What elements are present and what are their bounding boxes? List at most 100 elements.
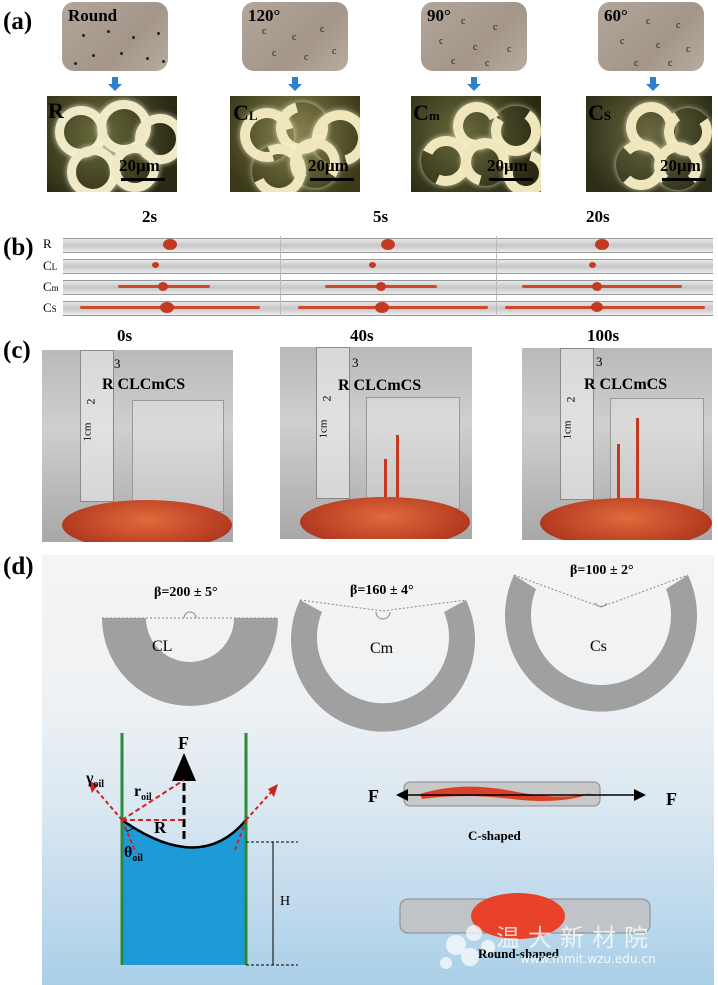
oil-droplet [152,262,159,268]
beta-label: β=160 ± 4° [350,583,414,598]
scale-bar-label: 20μm [308,156,349,175]
ruler-mark: 3 [114,356,121,371]
beta-label: β=200 ± 5° [154,585,218,600]
oil-thread [396,435,399,539]
wicking-photo-100s: 3 2 1cm R CLCmCS [522,348,712,540]
wicking-photo-40s: 3 2 1cm R CLCmCS [280,347,472,539]
ruler-mark: 1cm [561,420,574,440]
oil-dish [300,497,470,539]
micrograph-Cm: Cm 20μm [411,96,541,192]
cl-cross-section [102,618,278,706]
time-label: 100s [587,326,620,345]
fiber-strip-CL [63,259,713,274]
R-label: R [154,818,167,837]
oil-streak [522,285,682,288]
round-oil-droplet [471,893,565,939]
time-label: 0s [117,326,133,345]
micrograph-label: Cm [413,100,440,125]
arrow-down-icon [108,77,122,91]
force-arrow-icon [172,753,196,781]
nozzle-photo-round: Round [62,2,168,71]
oil-droplet [589,262,596,268]
beta-label: β=100 ± 2° [570,563,634,578]
panel-c-label: (c) [3,337,31,364]
oil-thread [617,444,620,540]
gamma-label: γoil [86,770,105,791]
r-oil-label: roil [134,783,152,804]
oil-thread [636,418,639,540]
panel-d-label: (d) [3,553,34,580]
c-shaped-label: C-shaped [468,828,521,843]
ruler-mark: 2 [319,395,334,402]
fiber-labels: R CLCmCS [338,377,422,394]
watermark-logo [440,925,495,969]
ruler-mark: 3 [352,355,359,370]
ruler-mark: 2 [563,396,578,403]
nozzle-label: 60° [604,6,628,25]
scale-bar [121,178,165,181]
wicking-photo-0s: 3 2 1cm R CLCmCS [42,350,233,542]
cm-cross-section [291,600,475,732]
micrograph-label: R [48,98,64,123]
oil-droplet [381,239,395,250]
scale-bar [662,178,706,181]
oil-streak [298,306,488,309]
nozzle-label: 120° [248,6,281,25]
oil-droplet [158,282,168,291]
force-label: F [178,733,189,753]
force-label-right: F [666,789,677,809]
oil-droplet [375,302,389,313]
water-column [122,820,246,965]
c-shaped-oil [420,786,592,801]
row-label: Cm [43,279,59,294]
fiber-labels: R CLCmCS [102,376,186,393]
arrow-down-icon [288,77,302,91]
row-label: CL [43,258,58,273]
shape-label: Cm [370,640,394,657]
row-label: CS [43,300,57,315]
oil-droplet [591,302,603,312]
row-label: R [43,236,52,251]
panel-a-label: (a) [3,8,33,35]
theta-label: θoil [124,844,143,865]
scale-bar-label: 20μm [119,156,160,175]
fiber-labels: R CLCmCS [584,376,668,393]
arrow-down-icon [646,77,660,91]
oil-dish [540,498,712,540]
watermark-text: 温大新材院 [496,924,656,952]
oil-droplet [595,239,609,250]
ruler-mark: 2 [83,398,98,405]
ruler-mark: 1cm [317,419,330,439]
shape-label: CL [152,638,173,655]
panel-b-label: (b) [3,234,34,261]
time-label: 20s [586,207,610,226]
oil-streak [505,306,705,309]
oil-droplet [592,282,602,291]
ruler-mark: 3 [596,354,603,369]
oil-dish [62,500,232,542]
micrograph-CL: CL 20μm [230,96,360,192]
schematic-diagram [88,574,697,969]
scale-bar-label: 20μm [660,156,701,175]
scale-bar [310,178,354,181]
watermark-url: www.mmit.wzu.edu.cn [520,952,656,966]
force-label-left: F [368,786,379,806]
scale-bar-label: 20μm [487,156,528,175]
arrow-down-icon [467,77,481,91]
oil-droplet [160,302,174,313]
time-label: 5s [373,207,389,226]
nozzle-label: Round [68,6,118,25]
height-label: H [280,894,291,909]
micrograph-Cs: CS 20μm [586,96,712,192]
time-label: 40s [350,326,374,345]
micrograph-label: CS [588,100,612,125]
shape-label: Cs [590,638,607,655]
oil-droplet [376,282,386,291]
micrograph-R: R 20μm [47,96,177,192]
nozzle-label: 90° [427,6,451,25]
time-label: 2s [142,207,158,226]
cs-cross-section [505,575,697,712]
micrograph-label: CL [233,100,258,125]
